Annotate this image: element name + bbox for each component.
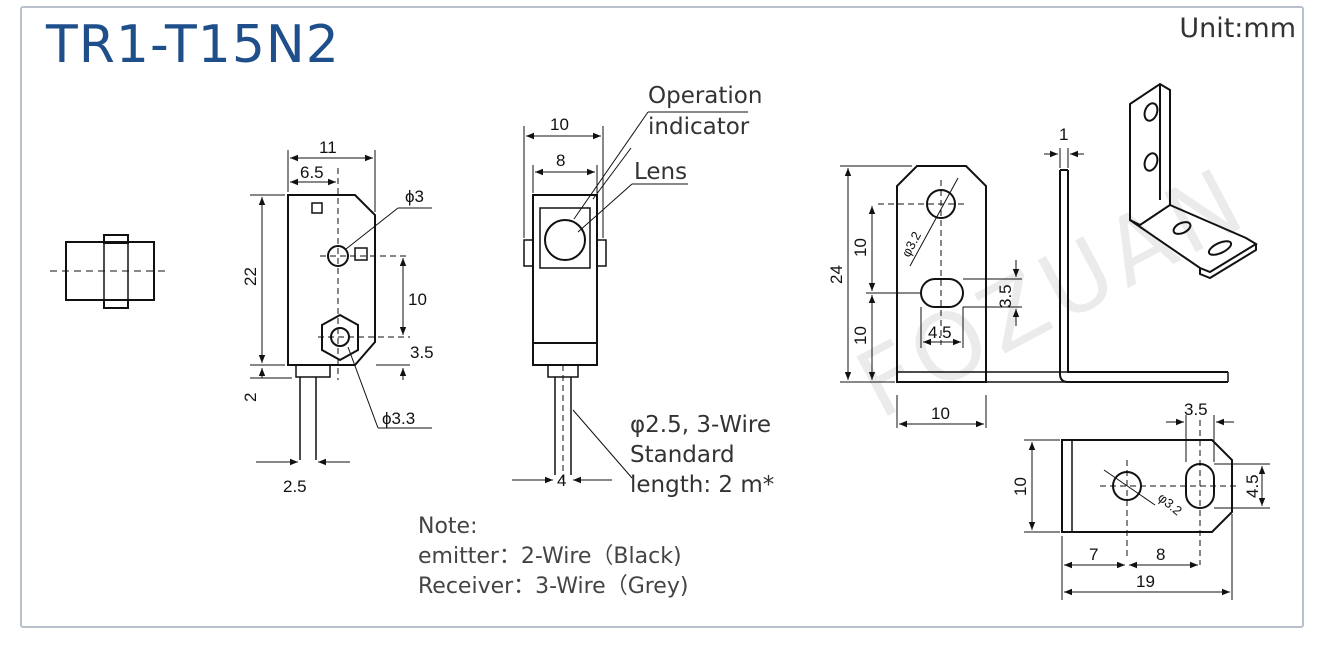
side-tab-label: 2 [241,393,260,402]
bracket-slot-w-label: 4.5 [928,323,952,342]
side-view [287,168,410,460]
bottom-total-label: 19 [1136,572,1155,591]
side-spacing-label: 10 [408,290,427,309]
side-lead-label: 2.5 [283,477,307,496]
unit-label: Unit:mm [1179,13,1296,44]
side-offset-label: 6.5 [300,163,324,182]
side-height-label: 22 [241,267,260,286]
cable-line3: length: 2 m* [630,472,774,498]
bottom-slot-h-label: 4.5 [1243,474,1262,498]
operation-indicator-line2: indicator [648,114,750,140]
note-heading: Note: [418,514,478,539]
model-title: TR1-T15N2 [46,15,340,75]
bracket-front-dimensions [840,148,1084,428]
bottom-a-label: 7 [1089,545,1098,564]
connector-end-view [50,234,170,309]
front-lead-label: 4 [557,471,566,490]
bracket-lower-label: 10 [851,326,870,345]
side-width-label: 11 [319,138,337,157]
bottom-b-label: 8 [1156,545,1165,564]
front-outer-label: 10 [550,115,569,134]
bracket-width-label: 10 [931,404,950,423]
bottom-height-label: 10 [1011,477,1030,496]
bottom-hole-label: φ3.2 [1155,490,1185,519]
front-inner-label: 8 [556,151,565,170]
cable-line1: φ2.5, 3-Wire [630,412,771,438]
side-bottom-gap-label: 3.5 [410,343,434,362]
side-lower-hole-label: ϕ3.3 [382,409,415,428]
bracket-slot-h-label: 3.5 [996,284,1015,308]
bracket-height-label: 24 [827,265,846,284]
lens-label: Lens [634,159,687,185]
bracket-hole-label: φ3.2 [898,229,924,259]
bracket-bottom-dimensions [1024,415,1270,600]
note-emitter: emitter：2-Wire（Black) [418,544,682,569]
front-view [523,194,607,480]
side-view-dimensions [250,150,432,466]
note-receiver: Receiver：3-Wire（Grey) [418,574,689,599]
operation-indicator-line1: Operation [648,83,762,109]
bracket-upper-label: 10 [851,238,870,257]
bracket-bottom-view [1061,420,1240,565]
drawing-frame [20,6,1304,628]
bracket-isometric [1129,82,1258,280]
bracket-profile [1059,169,1228,383]
wiring-note: Note: emitter：2-Wire（Black) Receiver：3-W… [418,512,688,602]
side-hole-label: ϕ3 [405,187,424,206]
cable-line2: Standard [630,442,735,468]
front-view-dimensions [512,111,748,484]
bracket-thick-label: 1 [1059,125,1068,144]
bottom-slot-w-label: 3.5 [1184,400,1208,419]
